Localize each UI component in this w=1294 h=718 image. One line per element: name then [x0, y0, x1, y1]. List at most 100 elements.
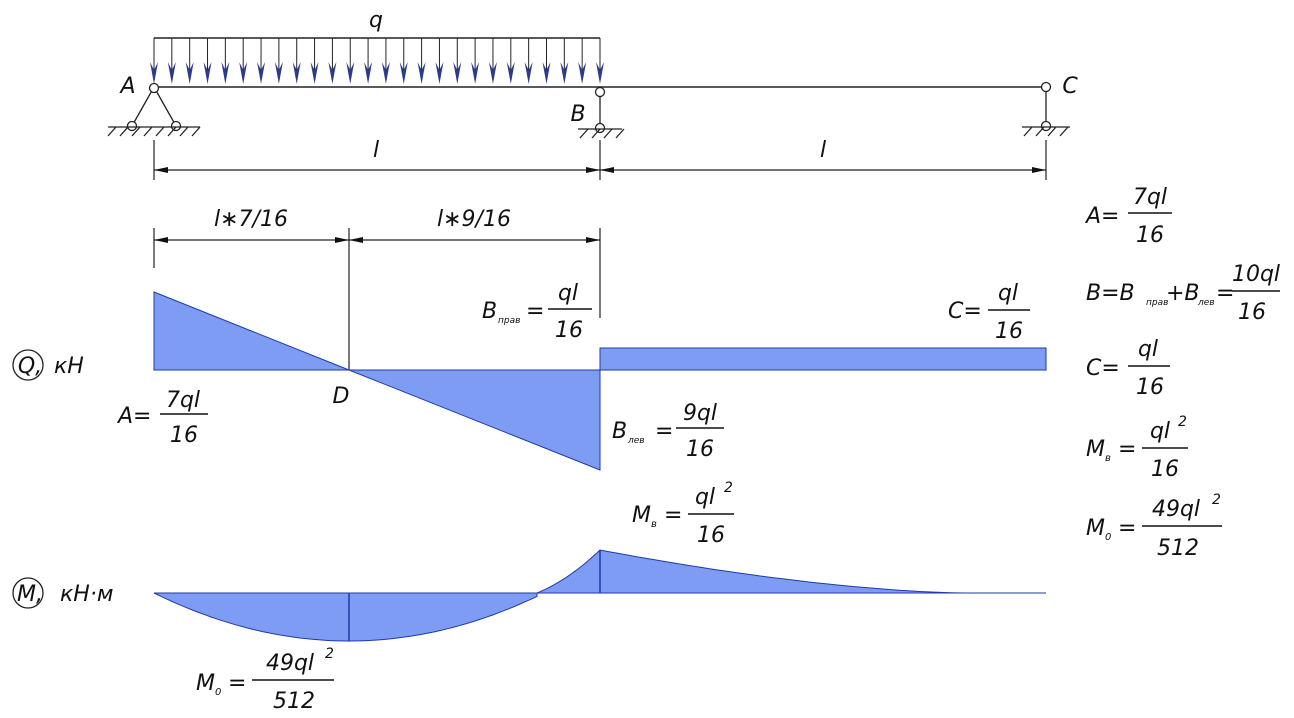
svg-text:=: = [1216, 281, 1234, 306]
svg-text:M: M [632, 503, 651, 528]
svg-text:49ql: 49ql [1152, 497, 1200, 522]
load-arrow-head [399, 62, 408, 84]
svg-text:16: 16 [697, 523, 725, 548]
moment-sagging [153, 592, 538, 642]
result-c: C= ql 16 [1086, 337, 1170, 400]
svg-text:=: = [228, 671, 246, 696]
span-right-label: l [820, 138, 826, 163]
svg-text:B=B: B=B [1086, 281, 1135, 306]
support-a [107, 82, 201, 137]
svg-text:0: 0 [1105, 532, 1111, 543]
svg-text:лев: лев [1197, 298, 1215, 308]
svg-text:B: B [612, 419, 627, 444]
annotation-q-a: A= 7ql 16 [116, 388, 208, 448]
svg-text:+B: +B [1166, 281, 1200, 306]
svg-text:16: 16 [686, 437, 714, 462]
shear-diagram [153, 291, 1047, 471]
segment-right-label: l∗9/16 [437, 207, 511, 232]
span-left-label: l [373, 138, 379, 163]
load-arrow-head [488, 62, 497, 84]
load-arrow-head [346, 62, 355, 84]
svg-text:в: в [1105, 453, 1111, 464]
load-arrow-head [596, 62, 604, 84]
q-axis-label: Q, кН [12, 349, 84, 381]
svg-text:M: M [1086, 437, 1105, 462]
m-axis-label: M, кН·м [12, 577, 113, 609]
svg-text:2: 2 [1212, 492, 1221, 508]
shear-positive-right [599, 347, 1047, 371]
load-arrow-head [328, 62, 337, 84]
load-arrow-head [274, 62, 283, 84]
svg-text:16: 16 [170, 423, 198, 448]
support-b [578, 86, 625, 139]
annotation-q-b-prav: B прав = ql 16 [482, 281, 592, 343]
svg-text:M: M [1086, 516, 1105, 541]
shear-negative [348, 369, 601, 471]
load-arrow-head [257, 62, 266, 84]
svg-text:16: 16 [1136, 375, 1164, 400]
svg-text:2: 2 [724, 480, 733, 496]
m-unit: кН·м [60, 582, 113, 607]
load-arrow-head [542, 62, 551, 84]
load-arrow-head [524, 62, 533, 84]
svg-text:49ql: 49ql [266, 651, 314, 676]
svg-text:M,: M, [17, 582, 43, 607]
load-arrow-head [381, 62, 390, 84]
load-arrow-head [221, 62, 230, 84]
svg-text:C=: C= [948, 299, 982, 324]
annotation-m-0: M 0 = 49ql 2 512 [196, 646, 334, 714]
svg-text:512: 512 [1157, 536, 1199, 561]
svg-text:512: 512 [273, 689, 315, 714]
svg-text:прав: прав [498, 316, 520, 326]
load-arrow-head [292, 62, 301, 84]
load-arrow-head [453, 62, 462, 84]
svg-text:0: 0 [215, 687, 221, 698]
svg-text:16: 16 [1136, 223, 1164, 248]
support-c [1022, 81, 1070, 137]
svg-text:2: 2 [1178, 414, 1187, 430]
annotation-q-c: C= ql 16 [948, 281, 1030, 344]
load-arrow-head [310, 62, 319, 84]
svg-text:прав: прав [1146, 298, 1168, 308]
support-c-label: C [1062, 74, 1078, 99]
q-unit: кН [54, 354, 84, 379]
result-b: B=B прав +B лев = 10ql 16 [1086, 262, 1280, 325]
svg-text:=: = [655, 419, 673, 444]
distributed-load [150, 37, 604, 84]
moment-diagram [153, 549, 1046, 642]
svg-text:M: M [196, 671, 215, 696]
load-arrow-head [560, 62, 569, 84]
annotation-m-b: M в = ql 2 16 [632, 480, 734, 548]
load-arrow-head [203, 62, 212, 84]
svg-text:лев: лев [627, 436, 645, 446]
support-a-label: A [118, 74, 135, 99]
svg-text:ql: ql [998, 281, 1018, 306]
svg-text:2: 2 [325, 646, 334, 662]
svg-text:9ql: 9ql [683, 401, 717, 426]
support-b-label: B [570, 102, 585, 127]
result-mb: M в = ql 2 16 [1086, 414, 1188, 482]
svg-text:16: 16 [995, 319, 1023, 344]
svg-text:ql: ql [1150, 419, 1170, 444]
load-arrow-head [435, 62, 444, 84]
load-arrow-head [506, 62, 515, 84]
load-arrow-head [150, 62, 158, 84]
shear-positive-left [153, 291, 350, 371]
svg-text:Q,: Q, [18, 354, 42, 379]
load-arrow-head [417, 62, 426, 84]
result-a: A= 7ql 16 [1084, 185, 1172, 248]
svg-text:16: 16 [555, 318, 583, 343]
load-arrow-head [185, 62, 194, 84]
load-arrow-head [239, 62, 248, 84]
point-d-label: D [333, 384, 350, 409]
svg-text:=: = [1118, 516, 1136, 541]
load-arrow-head [578, 62, 587, 84]
svg-text:=: = [1118, 437, 1136, 462]
svg-text:ql: ql [695, 485, 715, 510]
svg-text:ql: ql [1138, 337, 1158, 362]
annotation-q-b-lev: B лев = 9ql 16 [612, 401, 724, 462]
svg-text:7ql: 7ql [166, 388, 200, 413]
svg-text:16: 16 [1238, 300, 1266, 325]
load-arrow-head [471, 62, 480, 84]
load-arrow-head [364, 62, 373, 84]
